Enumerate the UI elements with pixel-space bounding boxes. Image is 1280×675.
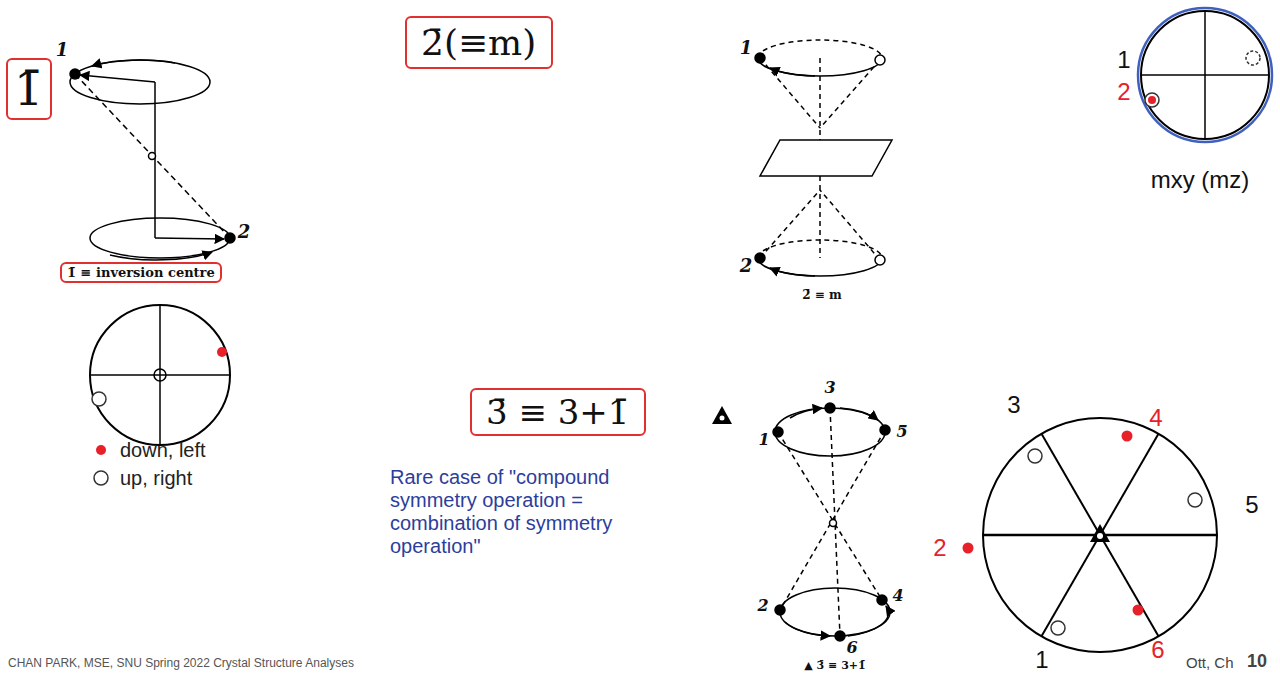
point-number: 3 (1007, 391, 1020, 419)
figure-caption: ▲ 3̄ ≡ 3+1̄ (804, 660, 865, 673)
symbol-text: 1̄ ≡ inversion centre (67, 265, 215, 280)
legend-text: down, left (120, 439, 206, 462)
legend-sample (90, 439, 112, 461)
point-number: 1 (740, 38, 753, 59)
triangle-symbol (712, 406, 732, 424)
inversion-stereogram (90, 305, 230, 445)
plane-label: mxy (mz) (1151, 166, 1250, 194)
inversion-figure (70, 60, 235, 260)
legend-text: up, right (120, 467, 192, 490)
mirror-stereogram (1138, 8, 1272, 142)
rotoinversion-stereogram (963, 418, 1218, 652)
reference-text: Ott, Ch (1186, 654, 1234, 671)
point-number: 1 (758, 431, 769, 449)
point-number: 4 (892, 587, 903, 605)
point-number: 2 (757, 597, 768, 615)
legend-item: down, left (90, 436, 206, 464)
caption-box: 1̄ ≡ inversion centre (60, 262, 222, 283)
point-number: 3 (824, 379, 835, 397)
point-number: 6 (1151, 636, 1164, 664)
symbol-box: 2̄(≡m) (405, 16, 553, 69)
symbol-text: 1̄ (14, 62, 44, 116)
point-number: 4 (1149, 404, 1162, 432)
symbol-text: 2̄(≡m) (421, 22, 537, 63)
figure-caption: 2̄ ≡ m (802, 289, 841, 303)
symbol-text: 3̄ ≡ 3+1̄ (486, 392, 630, 432)
note-text: Rare case of "compound symmetry operatio… (390, 466, 640, 558)
symbol-box: 3̄ ≡ 3+1̄ (470, 388, 646, 436)
point-number: 2 (740, 256, 753, 277)
point-number: 6 (846, 639, 857, 657)
point-number: 1 (1035, 646, 1048, 674)
legend-item: up, right (90, 464, 206, 492)
footer-text: CHAN PARK, MSE, SNU Spring 2022 Crystal … (8, 657, 354, 671)
point-number: 2 (238, 222, 251, 243)
rotoinversion-figure (773, 403, 890, 641)
legend-sample (90, 467, 112, 489)
point-number: 5 (1245, 491, 1258, 519)
legend: down, left up, right (90, 436, 206, 492)
point-number: 5 (896, 423, 907, 441)
mirror-figure (755, 40, 892, 276)
point-number: 2 (933, 534, 946, 562)
page-number: 10 (1247, 651, 1267, 672)
point-number: 1 (1117, 46, 1130, 74)
symbol-box: 1̄ (6, 58, 52, 120)
point-number: 2 (1117, 78, 1130, 106)
point-number: 1 (56, 40, 69, 61)
